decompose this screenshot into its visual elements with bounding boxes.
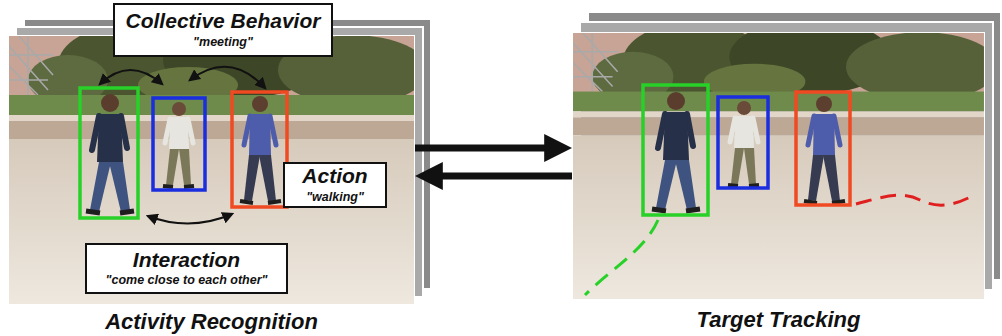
panel-caption: Activity Recognition	[0, 310, 455, 334]
callout-box: Action "walking"	[283, 162, 387, 208]
trajectory	[585, 220, 658, 295]
callout-quote: "walking"	[306, 190, 364, 205]
person-figure	[240, 96, 281, 203]
callout-box: Collective Behavior "meeting"	[113, 3, 333, 57]
bounding-box	[232, 92, 287, 207]
relation-arc	[100, 70, 162, 84]
bounding-box	[718, 97, 768, 188]
relation-arc	[190, 67, 265, 88]
person-figure	[652, 92, 700, 211]
callout-quote: "come close to each other"	[106, 273, 268, 288]
panel-caption: Target Tracking	[532, 308, 1002, 332]
person-figure	[728, 101, 759, 186]
bounding-box	[80, 88, 138, 218]
person-figure	[804, 96, 845, 203]
person-figure	[163, 102, 194, 187]
callout-title: Interaction	[133, 249, 240, 271]
photo	[8, 22, 428, 305]
callout-title: Action	[302, 165, 367, 187]
image-panel: Target Tracking	[572, 32, 985, 300]
callout-box: Interaction "come close to each other"	[85, 243, 288, 294]
trajectory	[856, 194, 976, 205]
bounding-box	[643, 85, 708, 215]
callout-title: Collective Behavior	[126, 10, 321, 32]
process-arrow	[415, 145, 547, 152]
person-figure	[86, 94, 134, 213]
process-arrow	[440, 173, 572, 180]
bounding-box	[153, 98, 205, 190]
photo-background	[572, 19, 998, 300]
relation-arc	[148, 214, 232, 224]
image-panel: Activity RecognitionCollective Behavior"…	[8, 35, 415, 305]
photo-background	[8, 22, 428, 305]
photo	[572, 19, 998, 300]
bounding-box	[796, 92, 850, 205]
callout-quote: "meeting"	[193, 35, 253, 50]
